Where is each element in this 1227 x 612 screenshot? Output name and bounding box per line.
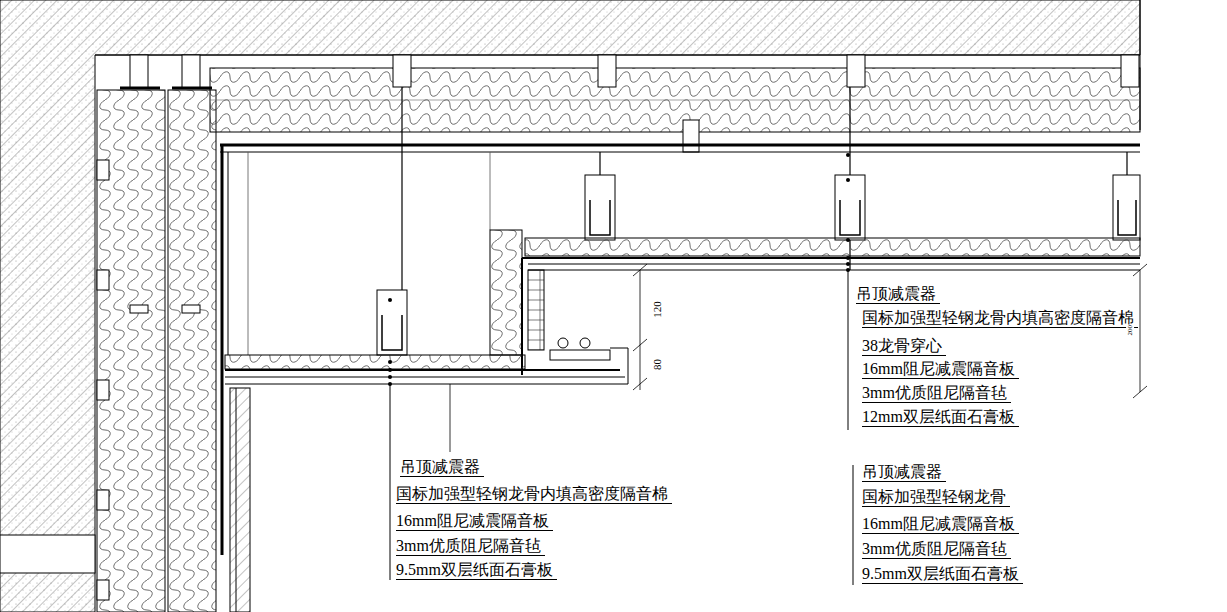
material-callout: 12mm双层纸面石膏板: [862, 407, 1019, 427]
material-callout: 3mm优质阻尼隔音毡: [862, 539, 1011, 559]
material-callout: 国标加强型轻钢龙骨内填高密度隔音棉: [396, 484, 672, 504]
material-callout: 9.5mm双层纸面石膏板: [396, 560, 557, 580]
dimension-text: 80: [650, 360, 663, 371]
material-callout: 9.5mm双层纸面石膏板: [862, 564, 1023, 584]
material-callout: 38龙骨穿心: [862, 336, 946, 356]
dimension-text: 120: [650, 302, 663, 319]
material-callout: 吊顶减震器: [400, 457, 484, 477]
material-callout: 吊顶减震器: [856, 284, 940, 304]
dimension-text: 200: [1126, 325, 1134, 336]
material-callout: 16mm阻尼减震隔音板: [862, 359, 1019, 379]
material-callout: 16mm阻尼减震隔音板: [862, 514, 1019, 534]
material-callout: 3mm优质阻尼隔音毡: [862, 383, 1011, 403]
material-callout: 国标加强型轻钢龙骨内填高密度隔音棉: [862, 308, 1138, 328]
material-callout: 国标加强型轻钢龙骨: [862, 487, 1010, 507]
material-callout: 吊顶减震器: [862, 462, 946, 482]
material-callout: 16mm阻尼减震隔音板: [396, 511, 553, 531]
material-callout: 3mm优质阻尼隔音毡: [396, 536, 545, 556]
